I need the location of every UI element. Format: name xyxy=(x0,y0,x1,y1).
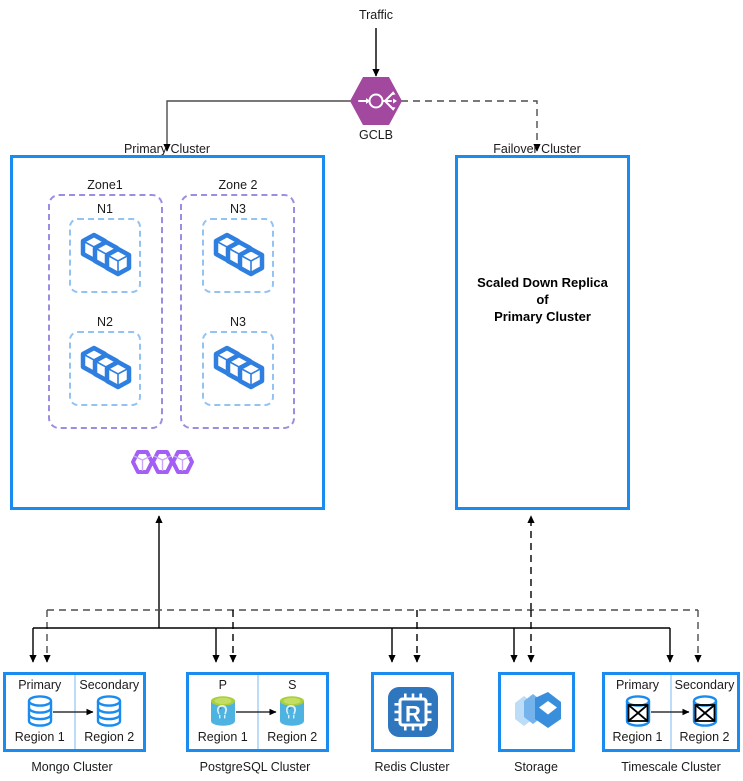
storage-box[interactable] xyxy=(498,672,575,752)
timescale-secondary-icon-wrap xyxy=(688,692,722,730)
mongo-secondary-icon-wrap xyxy=(92,692,126,730)
postgres-elephant-cylinder-icon xyxy=(210,696,235,726)
svg-text:R: R xyxy=(405,702,421,727)
mongo-cluster-box[interactable]: Primary Region 1 Secondary xyxy=(3,672,146,752)
timescale-primary-region: Region 1 xyxy=(612,730,663,744)
postgres-primary-role: P xyxy=(218,678,227,692)
gclb-node[interactable] xyxy=(349,76,403,126)
pod-hexagon-icon xyxy=(131,450,194,474)
timescale-primary-role: Primary xyxy=(615,678,660,692)
traffic-label: Traffic xyxy=(358,8,394,22)
postgres-replication-arrow xyxy=(236,708,277,716)
node-cubes-icon xyxy=(80,345,132,390)
zone2-label: Zone 2 xyxy=(218,178,258,192)
node-cubes-icon xyxy=(213,345,265,390)
node-cubes-icon xyxy=(80,232,132,277)
pods-group[interactable] xyxy=(129,447,205,479)
redis-icon-wrap: R xyxy=(374,675,451,749)
postgres-elephant-cylinder-icon xyxy=(280,696,305,726)
node-box-n3-b[interactable] xyxy=(202,331,274,406)
timescale-cluster-caption: Timescale Cluster xyxy=(621,760,721,774)
timescale-cluster-box[interactable]: Primary Region 1 Secondary xyxy=(602,672,740,752)
redis-cluster-box[interactable]: R xyxy=(371,672,454,752)
primary-cluster-label: Primary Cluster xyxy=(123,142,211,156)
node-label-n1: N1 xyxy=(97,202,113,216)
postgres-secondary-icon-wrap xyxy=(276,692,308,730)
node-box-n1[interactable] xyxy=(69,218,141,293)
postgres-primary-region: Region 1 xyxy=(197,730,248,744)
failover-cluster-label: Failover Cluster xyxy=(493,142,581,156)
storage-icon-wrap xyxy=(501,675,572,749)
failover-body-line2: of xyxy=(536,292,549,307)
timescale-cylinder-icon xyxy=(625,695,650,727)
redis-chip-icon: R xyxy=(387,687,438,737)
postgres-secondary-half[interactable]: S Region 2 xyxy=(259,675,327,749)
mongo-secondary-role: Secondary xyxy=(79,678,140,692)
storage-boxes-icon xyxy=(514,692,561,728)
postgres-cluster-caption: PostgreSQL Cluster xyxy=(199,760,311,774)
node-cubes-icon xyxy=(213,232,265,277)
timescale-secondary-half[interactable]: Secondary Region 2 xyxy=(672,675,737,749)
mongo-primary-role: Primary xyxy=(18,678,62,692)
mongo-db-cylinder-icon xyxy=(97,695,122,727)
node-label-n3-a: N3 xyxy=(230,202,246,216)
postgres-primary-icon-wrap xyxy=(207,692,239,730)
node-box-n2[interactable] xyxy=(69,331,141,406)
storage-caption: Storage xyxy=(514,760,558,774)
failover-cluster-box[interactable]: Scaled Down Replica of Primary Cluster xyxy=(455,155,630,510)
load-balancer-icon xyxy=(350,77,402,125)
timescale-replication-arrow xyxy=(651,708,690,716)
mongo-replication-arrow xyxy=(53,708,94,716)
timescale-secondary-role: Secondary xyxy=(674,678,735,692)
zone-box-zone2[interactable] xyxy=(180,194,295,429)
zone1-label: Zone1 xyxy=(87,178,123,192)
failover-body-line3: Primary Cluster xyxy=(494,309,591,324)
mongo-primary-icon-wrap xyxy=(23,692,57,730)
mongo-secondary-half[interactable]: Secondary Region 2 xyxy=(76,675,144,749)
timescale-primary-half[interactable]: Primary Region 1 xyxy=(605,675,672,749)
mongo-secondary-region: Region 2 xyxy=(84,730,135,744)
failover-body-line1: Scaled Down Replica xyxy=(477,275,608,290)
gclb-label: GCLB xyxy=(358,128,394,142)
mongo-primary-region: Region 1 xyxy=(14,730,65,744)
node-label-n3-b: N3 xyxy=(230,315,246,329)
postgres-secondary-role: S xyxy=(288,678,297,692)
postgres-secondary-region: Region 2 xyxy=(267,730,318,744)
mongo-db-cylinder-icon xyxy=(27,695,52,727)
timescale-cylinder-icon xyxy=(692,695,717,727)
mongo-cluster-caption: Mongo Cluster xyxy=(31,760,113,774)
node-box-n3-a[interactable] xyxy=(202,218,274,293)
redis-cluster-caption: Redis Cluster xyxy=(374,760,450,774)
node-label-n2: N2 xyxy=(97,315,113,329)
zone-box-zone1[interactable] xyxy=(48,194,163,429)
timescale-secondary-region: Region 2 xyxy=(679,730,730,744)
timescale-primary-icon-wrap xyxy=(621,692,655,730)
postgres-cluster-box[interactable]: P Region 1 S xyxy=(186,672,329,752)
